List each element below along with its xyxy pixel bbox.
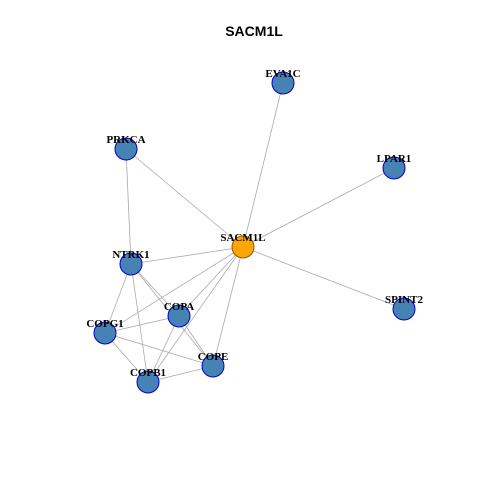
node-layer [93,71,416,394]
node-label-copg1: COPG1 [86,318,123,330]
node-sacm1l [231,235,255,259]
edge-sacm1l-copa [178,246,244,317]
edge-sacm1l-prkca [125,148,244,248]
node-label-ntrk1: NTRK1 [112,249,149,261]
node-label-spint2: SPINT2 [385,294,423,306]
edge-sacm1l-cope [212,246,244,367]
node-prkca [114,137,138,161]
edge-sacm1l-copg1 [104,246,244,334]
edge-copa-copb1 [147,315,180,383]
edge-sacm1l-spint2 [242,246,405,310]
edge-sacm1l-lpar1 [242,167,395,248]
node-ntrk1 [119,252,143,276]
edge-copa-copg1 [104,315,180,334]
node-label-copb1: COPB1 [130,367,166,379]
node-label-sacm1l: SACM1L [220,232,265,244]
node-label-lpar1: LPAR1 [377,153,412,165]
node-copb1 [136,370,160,394]
graph-title: SACM1L [225,23,283,39]
edge-ntrk1-copb1 [130,263,149,383]
edge-ntrk1-copg1 [104,263,132,334]
node-label-copa: COPA [164,301,194,313]
edge-sacm1l-eva1c [242,82,284,248]
edge-sacm1l-ntrk1 [130,246,244,265]
node-label-eva1c: EVA1C [265,68,300,80]
node-copg1 [93,321,117,345]
node-cope [201,354,225,378]
node-eva1c [271,71,295,95]
node-label-cope: COPE [198,351,229,363]
node-copa [167,304,191,328]
edge-copg1-cope [104,332,214,367]
edge-ntrk1-copa [130,263,180,317]
node-lpar1 [382,156,406,180]
edge-sacm1l-copb1 [147,246,244,383]
edge-prkca-ntrk1 [125,148,132,265]
node-spint2 [392,297,416,321]
node-label-prkca: PRKCA [106,134,145,146]
